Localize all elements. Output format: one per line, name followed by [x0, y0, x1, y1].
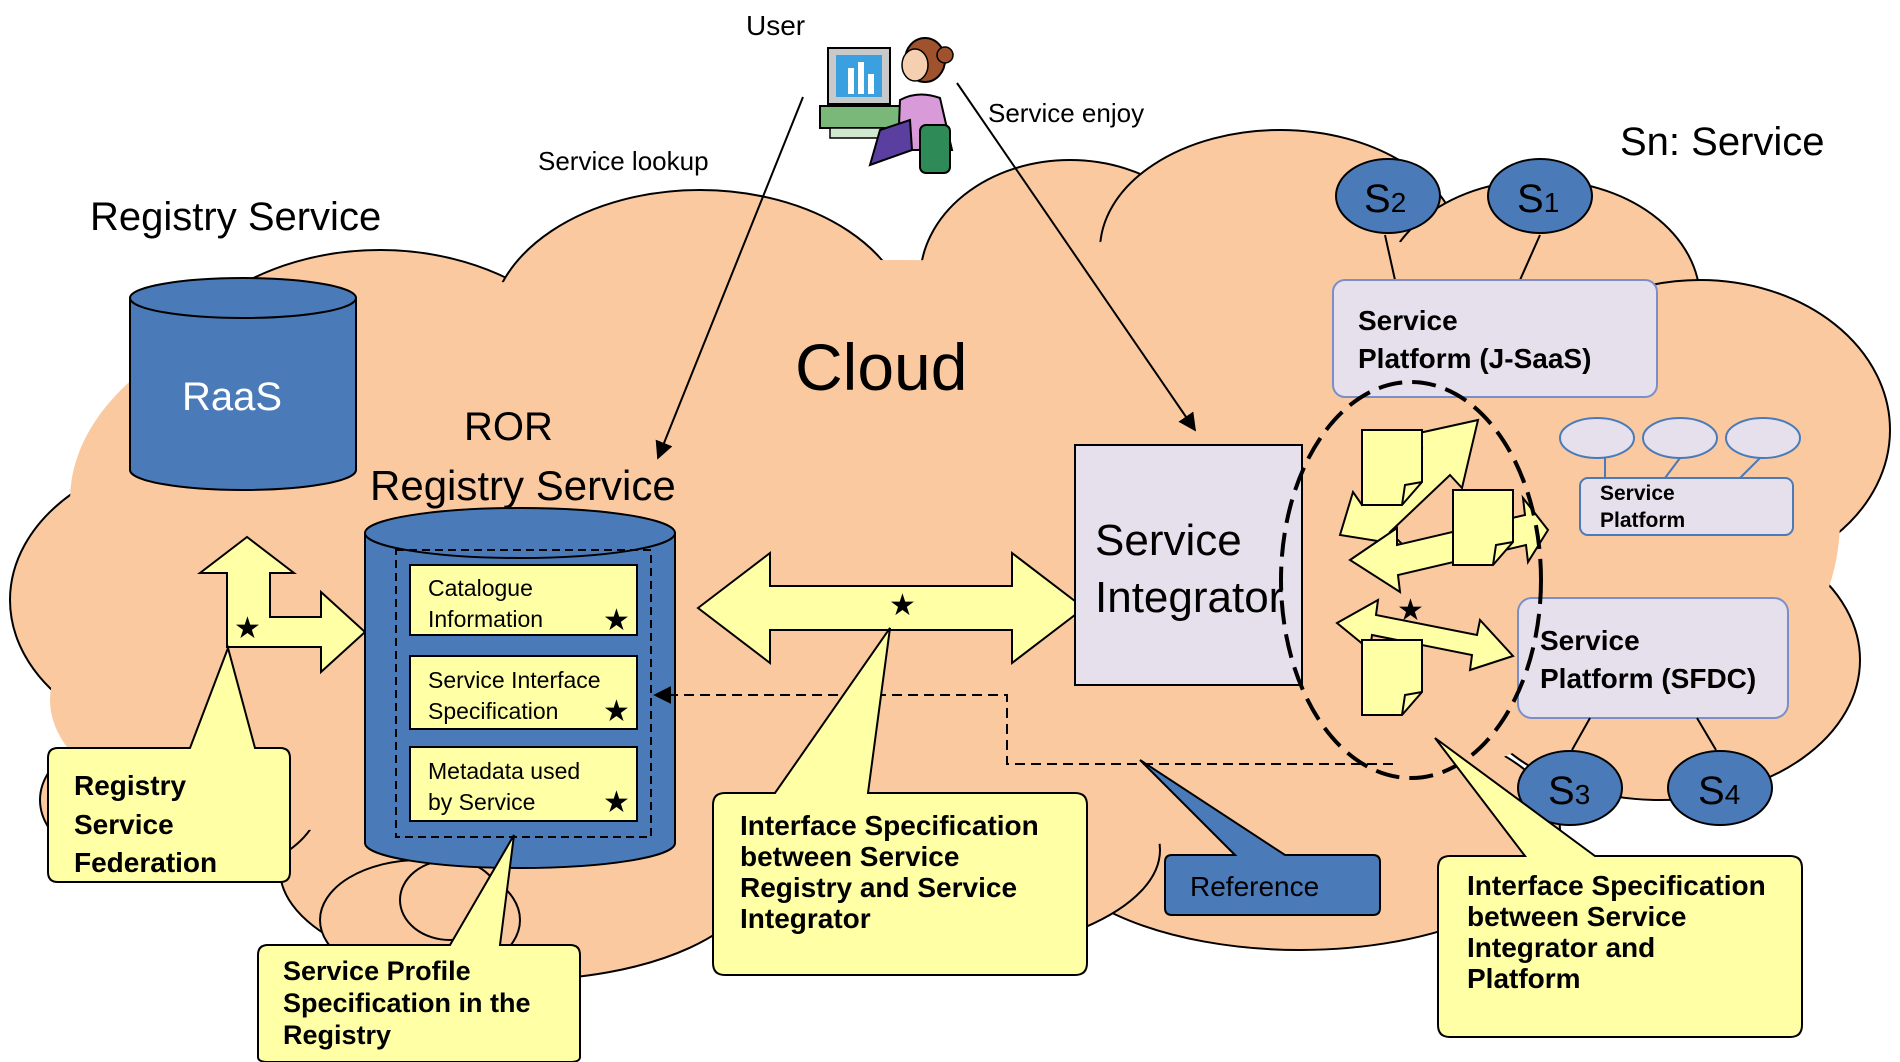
svg-text:Service: Service — [1540, 625, 1640, 656]
svg-text:Specification: Specification — [428, 698, 558, 724]
ror-label: ROR — [464, 405, 553, 449]
svg-text:between Service: between Service — [1467, 901, 1686, 932]
platform-interface-star: ★ — [1397, 594, 1424, 627]
ror-registry-service-label: Registry Service — [370, 462, 676, 509]
service-lookup-arrow — [655, 96, 804, 460]
ror-item-catalogue: Catalogue Information ★ — [409, 564, 638, 637]
svg-text:Platform (SFDC): Platform (SFDC) — [1540, 663, 1756, 694]
svg-text:S2: S2 — [1364, 177, 1406, 221]
platform-sfdc: Service Platform (SFDC) — [1517, 597, 1789, 719]
callout-service-profile: Service Profile Specification in the Reg… — [257, 834, 581, 1062]
svg-text:S4: S4 — [1698, 769, 1740, 813]
svg-text:Service: Service — [74, 809, 174, 840]
service-node-s1: S1 — [1487, 158, 1593, 281]
document-icons — [1361, 429, 1514, 716]
svg-text:Service: Service — [1358, 305, 1458, 336]
callout-registry-federation: Registry Service Federation — [47, 644, 291, 883]
svg-text:Platform (J-SaaS): Platform (J-SaaS) — [1358, 343, 1591, 374]
svg-text:Registry: Registry — [283, 1020, 391, 1050]
cloud-label: Cloud — [795, 330, 967, 404]
platform-jsaas: Service Platform (J-SaaS) — [1332, 279, 1658, 398]
svg-text:Platform: Platform — [1600, 509, 1685, 532]
svg-text:Platform: Platform — [1467, 963, 1581, 994]
callout-interface-platform: Interface Specification between Service … — [1434, 737, 1803, 1038]
metadata-star: ★ — [603, 786, 630, 819]
user-label: User — [746, 10, 805, 41]
service-node-s4: S4 — [1667, 717, 1773, 826]
service-enjoy-arrow — [956, 82, 1197, 432]
registry-service-heading: Registry Service — [90, 195, 381, 239]
reference-dashed-arrow — [653, 686, 1393, 765]
svg-text:by Service: by Service — [428, 789, 535, 815]
svg-text:between Service: between Service — [740, 841, 959, 872]
ror-item-interface-spec: Service Interface Specification ★ — [409, 655, 638, 730]
registry-integrator-star: ★ — [889, 589, 916, 622]
svg-text:Metadata used: Metadata used — [428, 758, 580, 784]
integrator-label-1: Service — [1095, 516, 1242, 565]
svg-text:Service: Service — [1600, 482, 1675, 505]
ror-item-metadata: Metadata used by Service ★ — [409, 746, 638, 822]
svg-text:Registry: Registry — [74, 770, 186, 801]
svg-text:Registry and Service: Registry and Service — [740, 872, 1017, 903]
svg-text:Interface Specification: Interface Specification — [1467, 870, 1766, 901]
catalogue-star: ★ — [603, 604, 630, 637]
svg-text:Catalogue: Catalogue — [428, 575, 533, 601]
svg-text:Federation: Federation — [74, 847, 217, 878]
svg-text:Integrator and: Integrator and — [1467, 932, 1655, 963]
svg-text:S1: S1 — [1517, 177, 1559, 221]
svg-text:Interface Specification: Interface Specification — [740, 810, 1039, 841]
raas-label: RaaS — [182, 375, 282, 419]
svg-text:S3: S3 — [1548, 769, 1590, 813]
interface-group-outline — [1279, 380, 1543, 780]
user-computer-icon — [819, 37, 954, 174]
svg-text:Service Interface: Service Interface — [428, 667, 601, 693]
raas-cylinder — [129, 277, 357, 491]
service-legend: Sn: Service — [1620, 120, 1825, 164]
callout-interface-registry: Interface Specification between Service … — [712, 627, 1088, 976]
service-node-s2: S2 — [1335, 158, 1441, 281]
svg-text:Service Profile: Service Profile — [283, 956, 471, 986]
service-enjoy-label: Service enjoy — [988, 98, 1144, 128]
svg-text:Integrator: Integrator — [740, 903, 871, 934]
interface-spec-star: ★ — [603, 695, 630, 728]
service-lookup-label: Service lookup — [538, 146, 709, 176]
federation-arrow — [197, 535, 367, 675]
federation-star: ★ — [234, 612, 261, 645]
svg-text:Specification in the: Specification in the — [283, 988, 531, 1018]
svg-text:Information: Information — [428, 606, 543, 632]
service-node-s3: S3 — [1517, 717, 1623, 826]
callout-reference: Reference — [1139, 759, 1381, 916]
integrator-label-2: Integrator — [1095, 573, 1283, 622]
service-integrator-box — [1074, 444, 1303, 686]
platform-generic: Service Platform — [1559, 417, 1801, 536]
svg-text:Reference: Reference — [1190, 871, 1319, 902]
